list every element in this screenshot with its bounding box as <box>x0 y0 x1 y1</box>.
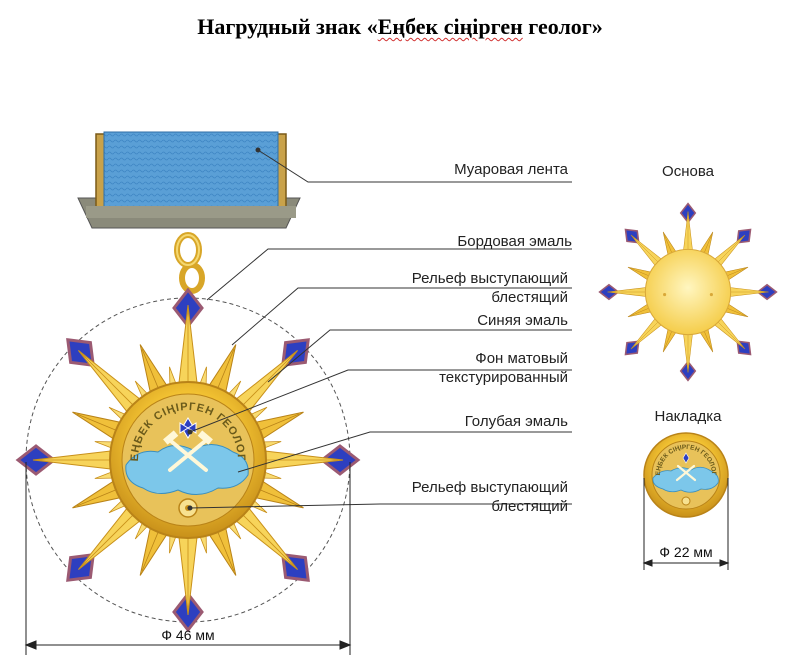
overlay-view-label: Накладка <box>655 408 723 425</box>
overlay-view-disc <box>643 432 729 518</box>
callout-matte-bg-line2: текстурированный <box>439 369 568 386</box>
main-dimension-label: Ф 46 мм <box>161 627 214 643</box>
callout-relief-2-line1: Рельеф выступающий <box>412 479 568 496</box>
main-dimension-line <box>24 462 352 655</box>
title-suffix: геолог» <box>522 14 603 39</box>
base-view-star <box>598 202 778 382</box>
page-title: Нагрудный знак «Еңбек сіңірген геолог» <box>0 12 800 42</box>
map-enamel <box>125 444 249 495</box>
main-medal-star <box>16 288 360 632</box>
title-prefix: Нагрудный знак « <box>197 14 378 39</box>
callout-relief-1-line2: блестящий <box>491 289 568 306</box>
moire-ribbon <box>103 131 279 209</box>
callout-blue-enamel: Синяя эмаль <box>477 312 568 329</box>
callout-light-blue-enamel: Голубая эмаль <box>465 413 568 430</box>
callout-burgundy-enamel: Бордовая эмаль <box>457 233 572 250</box>
overlay-dimension-line <box>642 478 730 570</box>
callout-matte-bg-line1: Фон матовый <box>475 350 568 367</box>
title-underlined: Еңбек сіңірген <box>377 14 523 39</box>
callout-relief-2-line2: блестящий <box>491 498 568 515</box>
suspension-links <box>174 232 205 294</box>
overlay-dimension-label: Ф 22 мм <box>659 544 712 560</box>
base-view-label: Основа <box>662 163 715 180</box>
callout-relief-1-line1: Рельеф выступающий <box>412 270 568 287</box>
ribbon-mount <box>77 131 301 229</box>
crossed-hammers-icon <box>168 440 208 472</box>
leader-lines <box>187 147 572 511</box>
callout-moire-ribbon: Муаровая лента <box>454 161 569 178</box>
